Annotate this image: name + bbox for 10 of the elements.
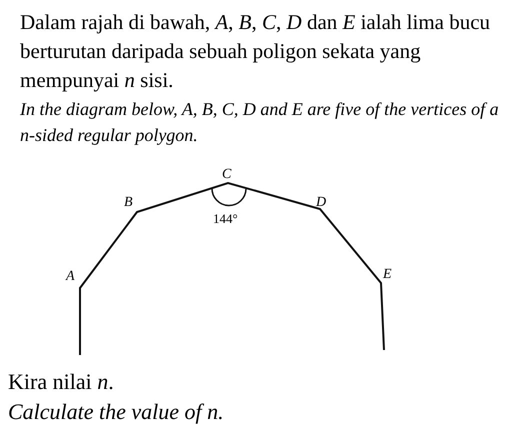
vertex-label: C <box>222 166 232 184</box>
vertex-label: E <box>383 266 392 284</box>
vertex-label: B <box>124 194 133 212</box>
question-text: Dalam rajah di bawah, A, B, C, D dan E ialah lima bucu berturutan daripada sebuah poligon sekata yang mempunyai n sisi. <box>20 9 492 94</box>
question-translation: Calculate the value of n. <box>8 398 224 426</box>
question-text: Kira nilai n. <box>8 368 114 396</box>
vertex-label: D <box>316 194 326 212</box>
vertex-label: A <box>66 268 75 286</box>
angle-label: 144° <box>213 210 238 228</box>
question-translation: In the diagram below, A, B, C, D and E are five of the vertices of a n-sided regular polygon. <box>20 98 500 147</box>
